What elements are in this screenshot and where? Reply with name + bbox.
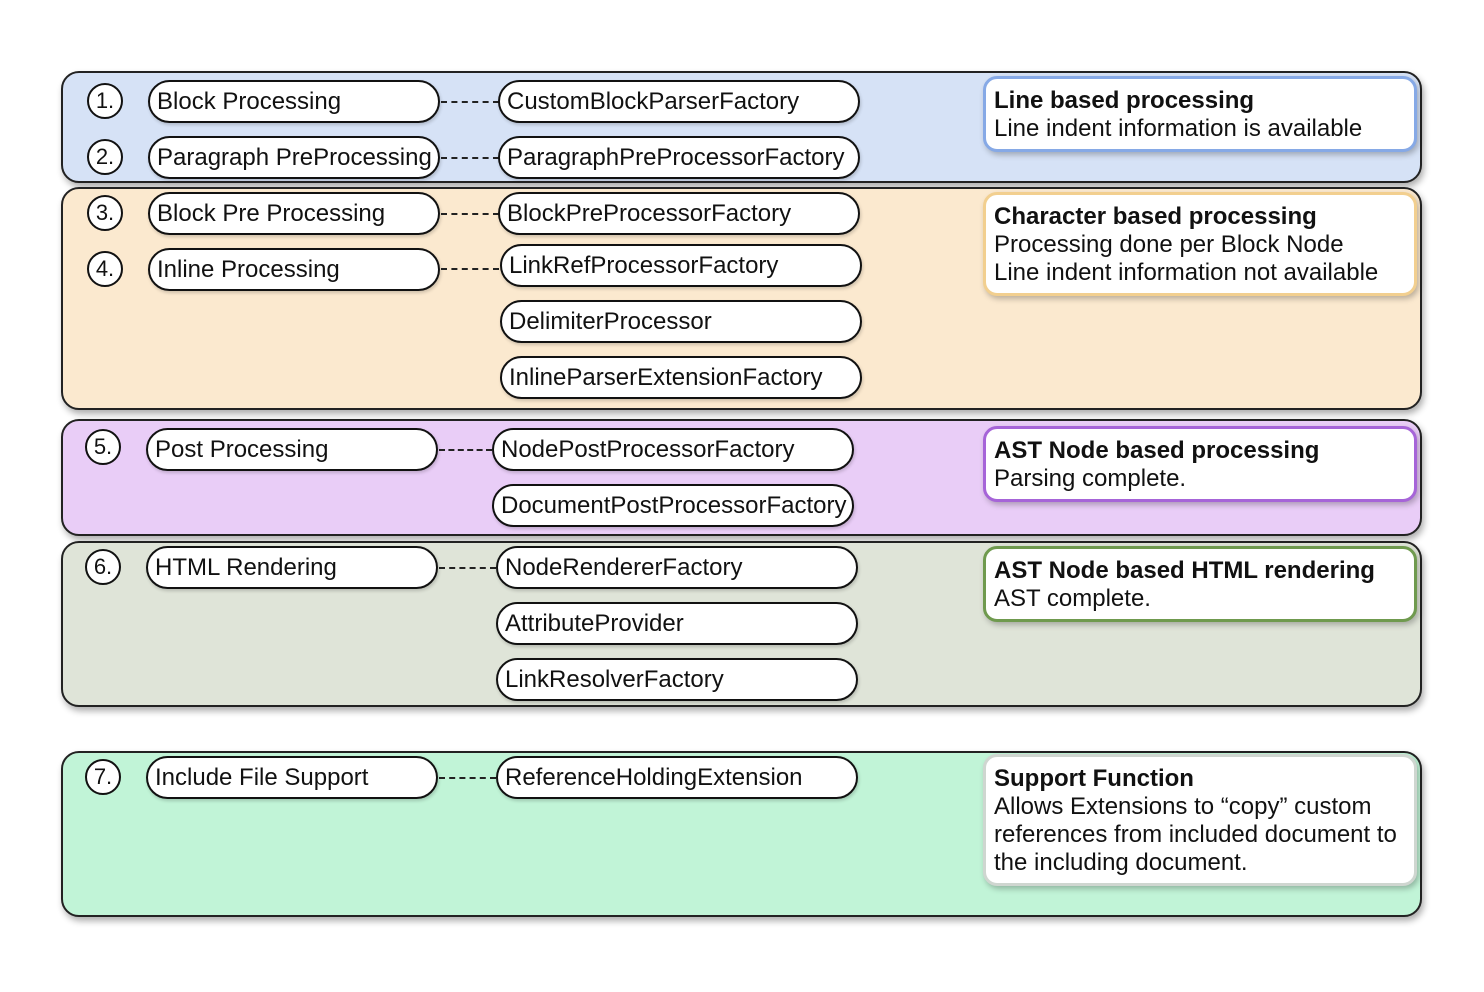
step-block-pre-processing: Block Pre Processing (148, 192, 440, 235)
factory-reference-holding-extension: ReferenceHoldingExtension (496, 756, 858, 799)
factory-link-resolver: LinkResolverFactory (496, 658, 858, 701)
step-paragraph-preprocessing: Paragraph PreProcessing (148, 136, 440, 179)
factory-link-ref-processor: LinkRefProcessorFactory (500, 244, 862, 287)
note-line: references from included document to (994, 821, 1397, 848)
note-line: AST complete. (994, 585, 1151, 612)
connector-5 (439, 449, 492, 451)
note-title: Character based processing (994, 203, 1317, 230)
note-title: AST Node based HTML rendering (994, 557, 1375, 584)
note-line: the including document. (994, 849, 1248, 876)
note-line-based: Line based processing Line indent inform… (983, 76, 1417, 152)
note-line: Processing done per Block Node (994, 231, 1344, 258)
connector-1 (441, 101, 499, 103)
connector-7 (439, 777, 496, 779)
step-block-processing: Block Processing (148, 80, 440, 123)
note-title: Support Function (994, 765, 1194, 792)
step-number-3: 3. (87, 195, 123, 231)
connector-2 (441, 157, 499, 159)
factory-document-post-processor: DocumentPostProcessorFactory (492, 484, 854, 527)
note-title: AST Node based processing (994, 437, 1320, 464)
factory-custom-block-parser: CustomBlockParserFactory (498, 80, 860, 123)
connector-6 (439, 567, 496, 569)
note-line: Line indent information is available (994, 115, 1363, 142)
step-inline-processing: Inline Processing (148, 248, 440, 291)
step-html-rendering: HTML Rendering (146, 546, 438, 589)
note-ast-processing: AST Node based processing Parsing comple… (983, 426, 1417, 502)
connector-4 (441, 268, 499, 270)
step-number-4: 4. (87, 251, 123, 287)
connector-3 (441, 213, 499, 215)
note-line: Line indent information not available (994, 259, 1379, 286)
step-number-6: 6. (85, 549, 121, 585)
factory-attribute-provider: AttributeProvider (496, 602, 858, 645)
factory-delimiter-processor: DelimiterProcessor (500, 300, 862, 343)
step-number-1: 1. (87, 83, 123, 119)
factory-node-post-processor: NodePostProcessorFactory (492, 428, 854, 471)
note-line: Allows Extensions to “copy” custom (994, 793, 1372, 820)
step-number-7: 7. (85, 759, 121, 795)
factory-inline-parser-extension: InlineParserExtensionFactory (500, 356, 862, 399)
note-title: Line based processing (994, 87, 1255, 114)
note-support-function: Support Function Allows Extensions to “c… (983, 754, 1417, 886)
step-post-processing: Post Processing (146, 428, 438, 471)
note-line: Parsing complete. (994, 465, 1187, 492)
step-number-5: 5. (85, 429, 121, 465)
factory-node-renderer: NodeRendererFactory (496, 546, 858, 589)
step-include-file-support: Include File Support (146, 756, 438, 799)
note-html-rendering: AST Node based HTML rendering AST comple… (983, 546, 1417, 622)
factory-paragraph-preprocessor: ParagraphPreProcessorFactory (498, 136, 860, 179)
step-number-2: 2. (87, 139, 123, 175)
factory-block-preprocessor: BlockPreProcessorFactory (498, 192, 860, 235)
note-character-based: Character based processing Processing do… (983, 192, 1417, 296)
